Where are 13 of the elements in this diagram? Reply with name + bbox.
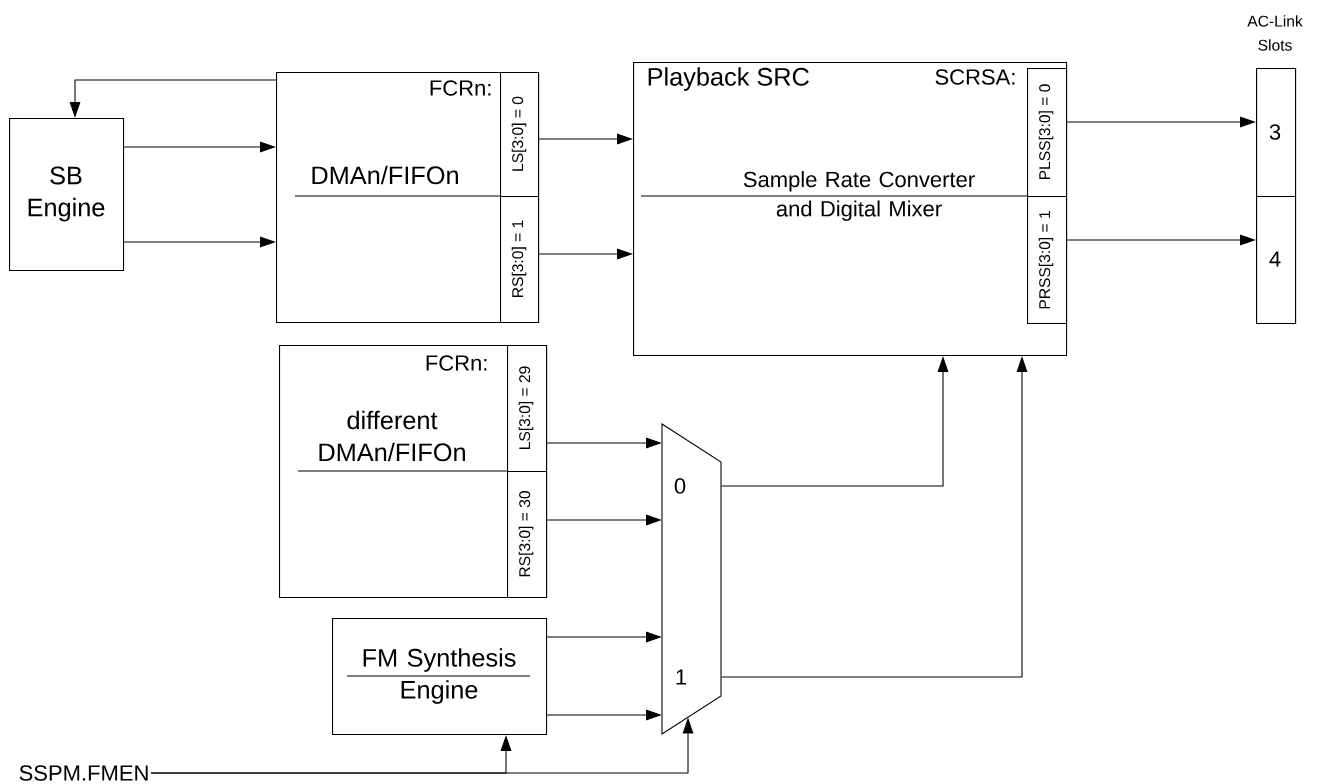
engine-box: SB Engine: [9, 118, 125, 272]
slot-cell: 3: [1256, 68, 1297, 198]
register-field: LS[3:0] = 0: [500, 72, 540, 198]
node-label: AC-Link Slots: [1247, 15, 1303, 51]
multiplexer: 0 1: [661, 423, 722, 735]
register-field: RS[3:0] = 1: [500, 196, 540, 324]
slot-cell: 4: [1256, 196, 1297, 325]
engine-box: FM Synthesis Engine: [332, 618, 548, 736]
register-field: RS[3:0] = 30: [507, 471, 548, 599]
register-field: PLSS[3:0] = 0: [1027, 68, 1068, 198]
signal-label: SSPM.FMEN: [19, 765, 148, 781]
register-field: PRSS[3:0] = 1: [1027, 196, 1068, 325]
register-field: LS[3:0] = 29: [507, 345, 548, 473]
